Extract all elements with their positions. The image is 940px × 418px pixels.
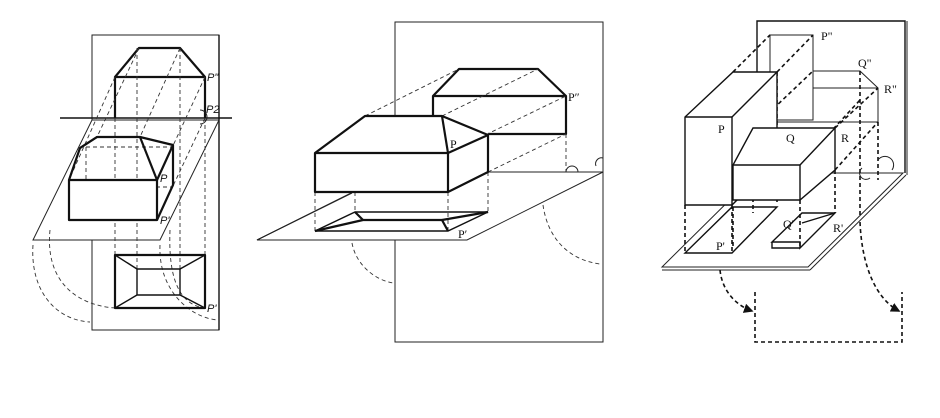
label-p-double: P" bbox=[207, 72, 219, 84]
figure-1-hip-roof-projection: P" P2 P P' P' bbox=[32, 34, 232, 331]
label-q-double: Q" bbox=[858, 56, 872, 70]
label-p: P bbox=[718, 122, 725, 136]
label-p-prime-box: P' bbox=[160, 215, 170, 227]
label-r-prime: R' bbox=[833, 221, 843, 235]
label-p-double: P" bbox=[821, 29, 833, 43]
vertical-plane bbox=[756, 20, 906, 173]
label-r-double: R" bbox=[884, 82, 897, 96]
label-r: R bbox=[841, 131, 849, 145]
figure-2-hip-roof-projection: P″ P P′ bbox=[256, 21, 604, 343]
figure-3-multi-block-projection: P" Q" R" P Q R P' Q' R' bbox=[660, 20, 908, 343]
label-q-prime: Q' bbox=[783, 217, 794, 231]
label-p-prime: P' bbox=[716, 239, 725, 253]
label-p2: P2 bbox=[206, 104, 219, 116]
label-p-prime-plan: P' bbox=[207, 303, 217, 315]
label-q: Q bbox=[786, 131, 795, 145]
label-p: P bbox=[160, 173, 168, 185]
label-p-prime: P′ bbox=[458, 227, 468, 241]
label-p: P bbox=[450, 137, 457, 151]
elevation-outline bbox=[113, 46, 207, 118]
plan-view bbox=[113, 253, 207, 310]
label-p-double: P″ bbox=[568, 90, 580, 104]
